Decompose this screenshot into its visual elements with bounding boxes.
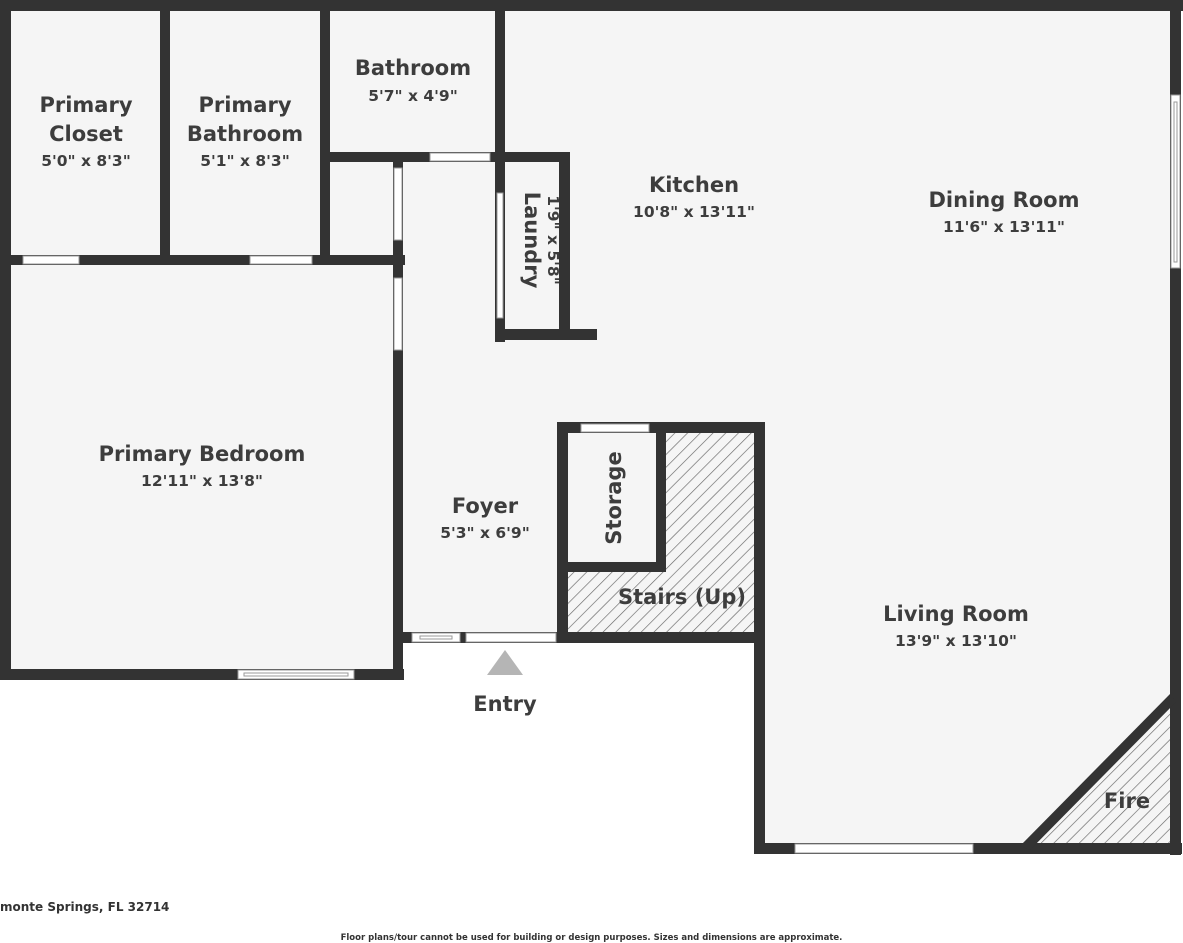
entry-triangle-icon — [487, 650, 523, 675]
laundry-dims: 1'9" x 5'8" — [544, 195, 562, 285]
foyer-name: Foyer — [452, 494, 519, 518]
laundry-name: Laundry — [520, 192, 544, 289]
storage-name: Storage — [602, 451, 626, 544]
primary-bedroom-name: Primary Bedroom — [99, 442, 306, 466]
bathroom-dims: 5'7" x 4'9" — [368, 87, 458, 105]
dining-room-dims: 11'6" x 13'11" — [943, 218, 1065, 236]
primary-bathroom-name-1: Primary — [198, 93, 291, 117]
primary-bathroom-name-2: Bathroom — [187, 122, 303, 146]
stairs-area — [563, 428, 758, 636]
dining-room-name: Dining Room — [929, 188, 1080, 212]
bathroom-name: Bathroom — [355, 56, 471, 80]
fireplace-name: Fire — [1104, 789, 1150, 813]
living-room-dims: 13'9" x 13'10" — [895, 632, 1017, 650]
foyer-dims: 5'3" x 6'9" — [440, 524, 530, 542]
primary-closet-name-2: Closet — [49, 122, 123, 146]
openings — [22, 94, 1181, 854]
living-room-name: Living Room — [883, 602, 1029, 626]
primary-bedroom-dims: 12'11" x 13'8" — [141, 472, 263, 490]
stairs-name: Stairs (Up) — [618, 585, 746, 609]
primary-closet-dims: 5'0" x 8'3" — [41, 152, 131, 170]
primary-bathroom-dims: 5'1" x 8'3" — [200, 152, 290, 170]
kitchen-name: Kitchen — [649, 173, 739, 197]
kitchen-dims: 10'8" x 13'11" — [633, 203, 755, 221]
primary-closet-name-1: Primary — [39, 93, 132, 117]
disclaimer-text: Floor plans/tour cannot be used for buil… — [340, 933, 843, 943]
entry-label: Entry — [473, 692, 537, 716]
address-text: monte Springs, FL 32714 — [0, 900, 170, 914]
